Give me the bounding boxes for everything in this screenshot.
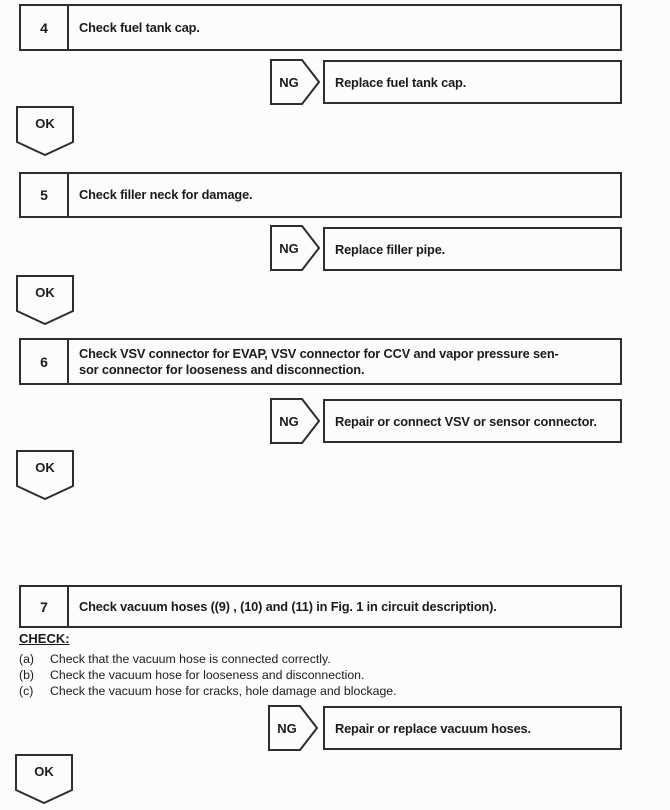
ok-label: OK (35, 116, 55, 131)
ok-down-arrow-icon (16, 106, 74, 156)
ng-action-box: Repair or connect VSV or sensor connecto… (323, 399, 622, 443)
step-box: 4 Check fuel tank cap. (19, 4, 622, 51)
step-instruction-line: Check fuel tank cap. (79, 19, 200, 35)
ng-label: NG (277, 720, 297, 736)
ok-flow-connector: OK (16, 450, 74, 500)
ok-flow-connector: OK (16, 275, 74, 325)
step-box: 6 Check VSV connector for EVAP, VSV conn… (19, 338, 622, 385)
check-item: (c) Check the vacuum hose for cracks, ho… (19, 683, 599, 699)
ng-action-box: Replace filler pipe. (323, 227, 622, 271)
step-instruction: Check filler neck for damage. (69, 174, 620, 216)
check-heading: CHECK: (19, 631, 70, 646)
check-item-text: Check the vacuum hose for looseness and … (50, 668, 365, 683)
ng-branch-connector: NG (270, 225, 320, 271)
ng-branch-connector: NG (270, 59, 320, 105)
step-number: 4 (21, 6, 69, 49)
ng-branch-connector: NG (270, 398, 320, 444)
ng-action-text: Repair or connect VSV or sensor connecto… (335, 413, 597, 429)
check-item-label: (b) (19, 668, 35, 683)
step-number: 6 (21, 340, 69, 383)
step-instruction-line: Check vacuum hoses ((9) , (10) and (11) … (79, 598, 497, 614)
check-item-text: Check the vacuum hose for cracks, hole d… (50, 684, 397, 699)
check-item-label: (c) (19, 684, 34, 699)
ng-arrow-icon (270, 59, 320, 105)
ng-action-box: Replace fuel tank cap. (323, 60, 622, 104)
ok-label: OK (34, 764, 54, 779)
ok-label: OK (35, 285, 55, 300)
ok-label: OK (35, 460, 55, 475)
step-instruction-line: Check VSV connector for EVAP, VSV connec… (79, 346, 559, 361)
ng-action-text: Replace filler pipe. (335, 241, 446, 257)
check-item: (b) Check the vacuum hose for looseness … (19, 667, 599, 683)
ng-action-text: Repair or replace vacuum hoses. (335, 720, 531, 736)
ng-label: NG (279, 413, 299, 429)
step-instruction-line: sor connector for looseness and disconne… (79, 361, 365, 377)
ok-flow-connector: OK (15, 754, 73, 804)
ok-down-arrow-icon (16, 450, 74, 500)
step-box: 5 Check filler neck for damage. (19, 172, 622, 218)
ng-arrow-icon (270, 225, 320, 271)
step-box: 7 Check vacuum hoses ((9) , (10) and (11… (19, 585, 622, 628)
ok-flow-connector: OK (16, 106, 74, 156)
ng-action-box: Repair or replace vacuum hoses. (323, 706, 622, 750)
step-instruction-line: Check filler neck for damage. (79, 187, 253, 203)
check-item-label: (a) (19, 652, 35, 666)
ok-down-arrow-icon (16, 275, 74, 325)
ok-down-arrow-icon (15, 754, 73, 804)
ng-action-text: Replace fuel tank cap. (335, 74, 467, 90)
step-instruction: Check VSV connector for EVAP, VSV connec… (69, 340, 620, 383)
ng-label: NG (279, 74, 299, 90)
check-item: (a) Check that the vacuum hose is connec… (19, 651, 599, 667)
ng-arrow-icon (270, 398, 320, 444)
step-instruction: Check vacuum hoses ((9) , (10) and (11) … (69, 587, 620, 626)
ng-arrow-icon (268, 705, 318, 751)
ng-label: NG (279, 240, 299, 256)
check-item-text: Check that the vacuum hose is connected … (50, 652, 331, 666)
check-notes: CHECK: (a) Check that the vacuum hose is… (19, 631, 599, 700)
step-number: 7 (21, 587, 69, 626)
ng-branch-connector: NG (268, 705, 318, 751)
step-instruction: Check fuel tank cap. (69, 6, 620, 49)
step-number: 5 (21, 174, 69, 216)
